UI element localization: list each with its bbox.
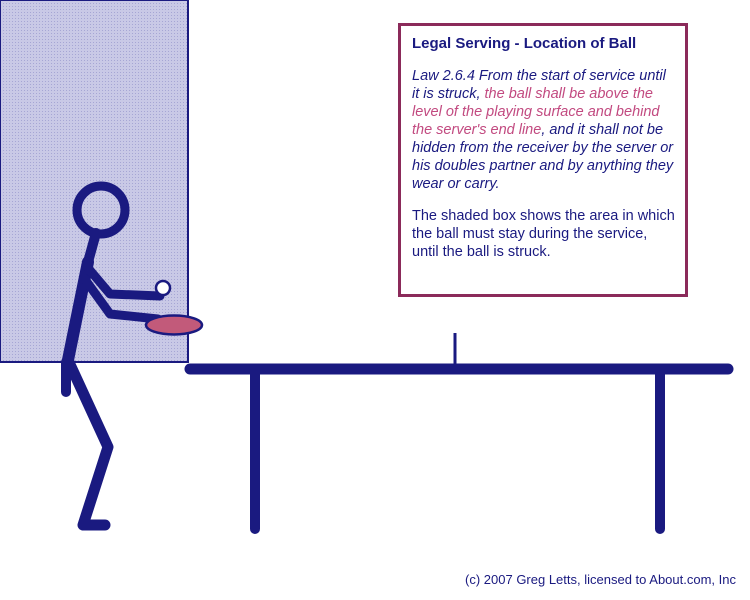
law-text: Law 2.6.4 From the start of service unti… xyxy=(412,67,675,193)
rule-info-box: Legal Serving - Location of Ball Law 2.6… xyxy=(398,23,688,297)
law-text-suffix: , and it shall not be hidden from the re… xyxy=(412,122,674,192)
law-text-highlight: the ball shall be above the level of the… xyxy=(412,86,660,138)
rule-title: Legal Serving - Location of Ball xyxy=(412,35,637,52)
legal-ball-zone xyxy=(0,0,189,363)
ball xyxy=(154,279,172,297)
server-head xyxy=(72,181,130,239)
paddle xyxy=(144,314,204,336)
law-text-prefix: Law 2.6.4 From the start of service unti… xyxy=(412,68,666,102)
shaded-box-note: The shaded box shows the area in which t… xyxy=(412,208,675,260)
server-arm-racket xyxy=(79,273,163,324)
server-leg-front xyxy=(62,354,114,531)
server-arm-free xyxy=(83,263,165,301)
copyright-credit: (c) 2007 Greg Letts, licensed to About.c… xyxy=(465,572,736,587)
